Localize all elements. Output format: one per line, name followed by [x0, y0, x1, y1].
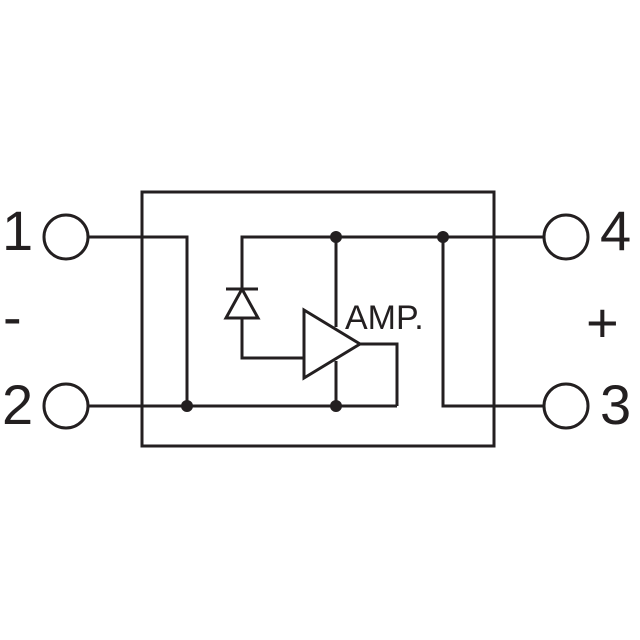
photodiode-symbol — [223, 285, 304, 360]
terminal-1-label: 1 — [2, 199, 33, 262]
amplifier-label: AMP. — [345, 299, 424, 337]
terminal-3-circle — [542, 382, 590, 430]
terminal-4-circle — [542, 213, 590, 261]
wire-top-rail — [240, 235, 545, 290]
terminal-3-label: 3 — [600, 373, 631, 436]
polarity-positive-label: + — [586, 291, 619, 354]
junction-dot — [437, 231, 449, 243]
wire-terminal-1 — [88, 235, 189, 406]
junction-dot — [330, 231, 342, 243]
terminal-1-circle — [42, 213, 90, 261]
terminal-4-label: 4 — [600, 199, 631, 262]
amplifier-symbol — [302, 307, 363, 381]
wire-amp-output — [360, 342, 399, 406]
polarity-negative-label: - — [3, 285, 22, 348]
module-box — [140, 190, 496, 448]
terminal-2-circle — [42, 382, 90, 430]
junction-dot — [330, 400, 342, 412]
terminal-2-label: 2 — [2, 373, 33, 436]
junction-dot — [181, 400, 193, 412]
wire-terminal-3 — [441, 237, 545, 408]
